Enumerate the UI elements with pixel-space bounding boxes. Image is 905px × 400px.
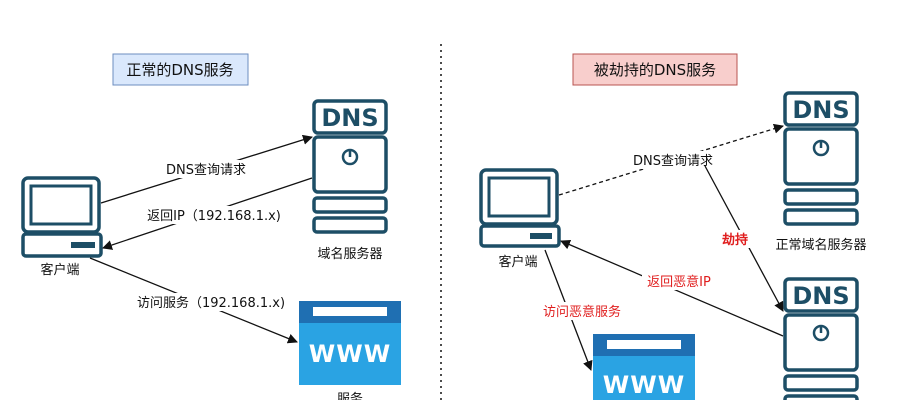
dns-bottom-text: DNS [792, 282, 849, 310]
client-computer-icon [21, 176, 103, 258]
arrow-return-label: 返回IP（192.168.1.x) [147, 209, 281, 224]
client-label-right: 客户端 [498, 254, 537, 270]
www-server-icon-malicious: WWW [593, 334, 695, 400]
www-text-right: WWW [603, 371, 685, 399]
arrow-return-malicious-label: 返回恶意IP [647, 274, 711, 290]
right-title-box: 被劫持的DNS服务 [572, 53, 738, 86]
client-computer-icon-right [479, 168, 561, 248]
client-label: 客户端 [40, 262, 79, 278]
dns-server-icon-normal: DNS [783, 91, 859, 226]
dns-top-label: 正常域名服务器 [775, 237, 866, 253]
arrow-hijack-label: 劫持 [722, 232, 748, 248]
right-title: 被劫持的DNS服务 [594, 61, 716, 79]
arrow-query-label: DNS查询请求 [166, 163, 246, 178]
arrow-visit-label: 访问服务（192.168.1.x) [137, 295, 285, 311]
dns-box-text: DNS [321, 104, 378, 132]
dns-server-icon-malicious: DNS [783, 277, 859, 400]
server-label: 服务 [337, 391, 363, 400]
arrow-query-label-right: DNS查询请求 [633, 154, 713, 169]
dns-label: 域名服务器 [317, 246, 382, 262]
left-title: 正常的DNS服务 [126, 61, 233, 79]
left-title-box: 正常的DNS服务 [112, 53, 249, 86]
www-server-icon: WWW [299, 301, 401, 385]
dns-server-icon: DNS [312, 99, 388, 234]
arrow-visit-malicious-label: 访问恶意服务 [543, 304, 621, 320]
www-text: WWW [309, 340, 391, 368]
dns-top-text: DNS [792, 96, 849, 124]
